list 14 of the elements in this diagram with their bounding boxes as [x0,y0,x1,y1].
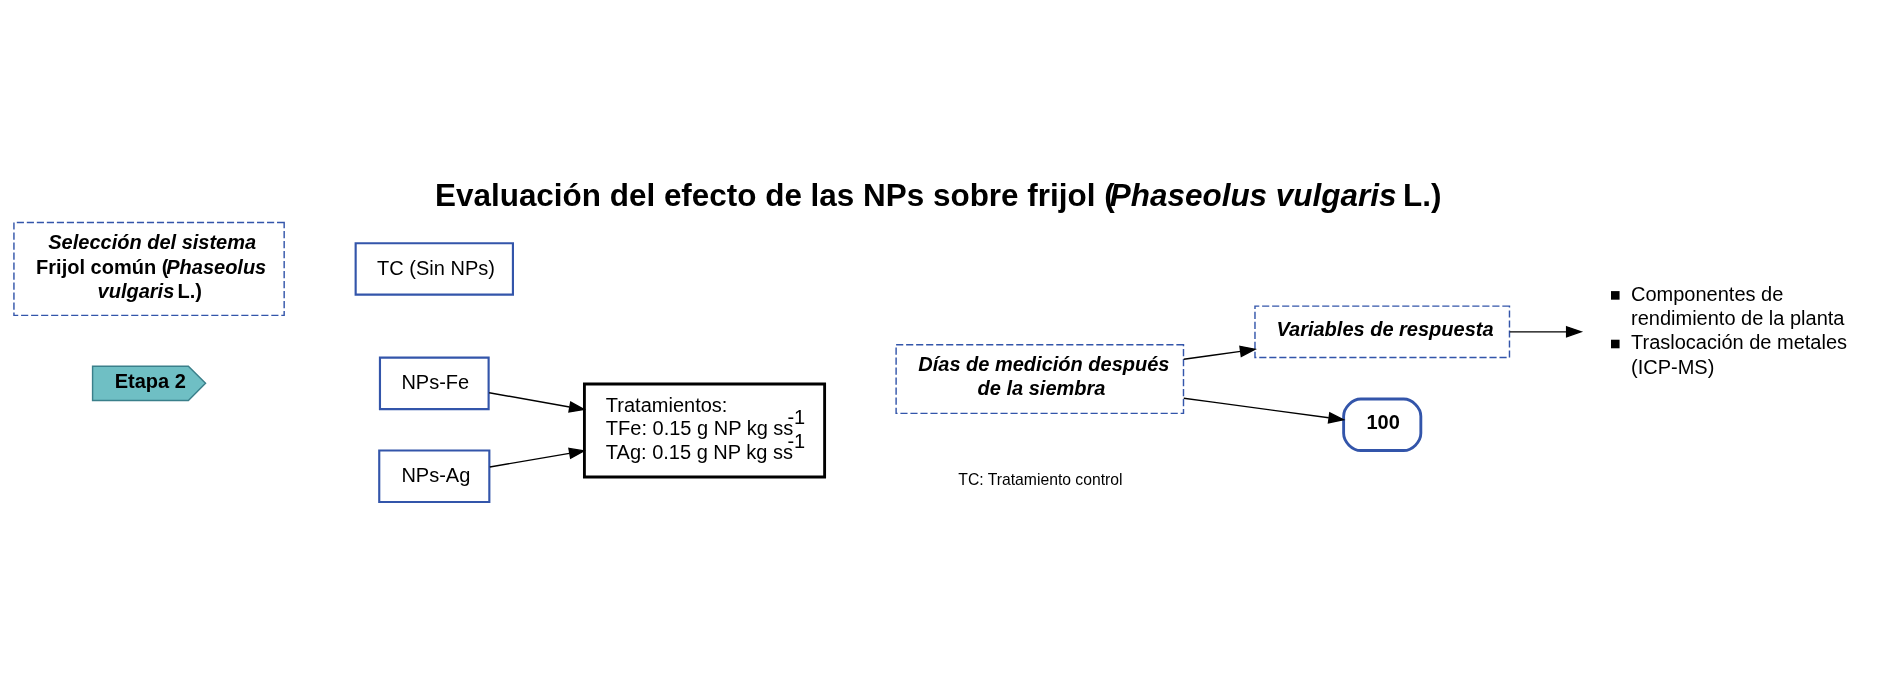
node-box: 100 [1342,397,1423,452]
node-text: Componentes de rendimiento de la planta Traslocación de metales (ICP-MS) [1631,282,1848,378]
label: TC: Tratamiento control [958,470,1123,488]
node-box: NPs-Ag [378,448,491,503]
node-box: Selección del sistema Frijol común (Phaseolus vulgaris L.) [13,221,285,316]
arrow [1183,397,1346,424]
node-box: Días de medición después de la siembra [895,343,1185,414]
node-box: NPs-Fe [378,356,490,410]
node-box: TC (Sin NPs) [354,241,514,296]
arrow [1183,344,1257,360]
arrow [489,447,587,468]
node-box: Variables de respuesta [1254,304,1511,358]
arrow [488,391,587,413]
arrow [1509,325,1584,338]
